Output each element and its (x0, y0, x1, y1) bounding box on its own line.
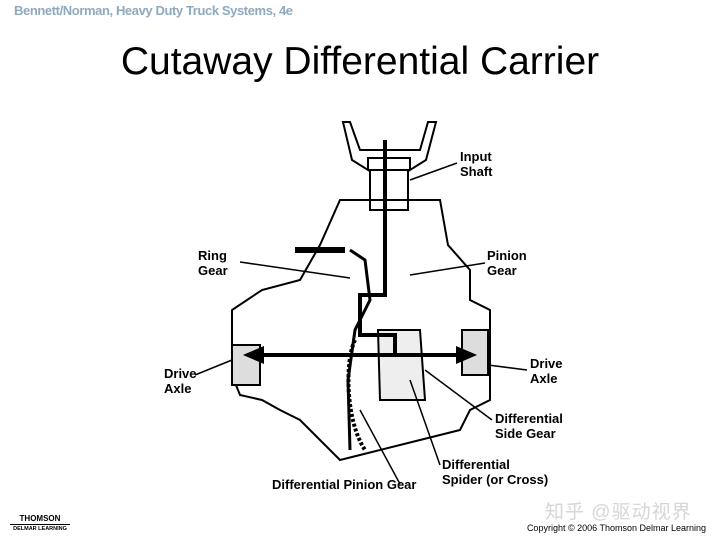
label-line: Pinion (487, 248, 527, 263)
label-line: Differential (442, 457, 510, 472)
power-flow-line (242, 140, 478, 365)
label-line: Input (460, 149, 492, 164)
logo-divider (10, 524, 70, 525)
label-line: Ring (198, 248, 227, 263)
label-line: Drive (530, 356, 563, 371)
label-line: Gear (198, 263, 228, 278)
label-leaders (194, 162, 528, 485)
housing-outline (231, 121, 491, 462)
label-line: Drive (164, 366, 197, 381)
logo-bottom: DELMAR LEARNING (13, 526, 67, 532)
label-line: Spider (or Cross) (442, 472, 549, 487)
label-line: Axle (530, 371, 558, 386)
label-line: Shaft (460, 164, 493, 179)
copyright: Copyright © 2006 Thomson Delmar Learning (526, 523, 706, 533)
label-differential-pinion-gear: Differential Pinion Gear (272, 477, 417, 492)
label-line: Axle (164, 381, 192, 396)
watermark: 知乎 @驱动视界 (545, 502, 692, 523)
slide-title: Cutaway Differential Carrier (120, 40, 600, 83)
label-line: Differential (495, 411, 563, 426)
publisher-logo: THOMSON DELMAR LEARNING (10, 514, 70, 532)
logo-top: THOMSON (19, 514, 61, 523)
label-line: Side Gear (495, 426, 556, 441)
source-header: Bennett/Norman, Heavy Duty Truck Systems… (14, 3, 293, 18)
label-line: Gear (487, 263, 517, 278)
